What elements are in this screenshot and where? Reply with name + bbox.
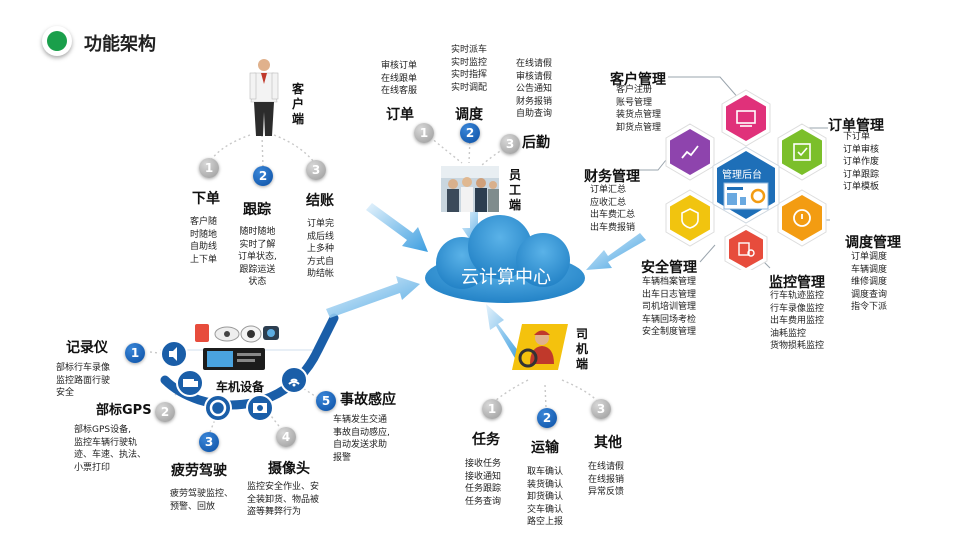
driver-step-1-title: 任务 <box>472 432 500 448</box>
vehicle-feature-3-num: 3 <box>199 432 219 452</box>
backend-module-customer-title: 客户管理 <box>610 72 666 88</box>
dashcam-icon <box>160 340 188 368</box>
backend-module-finance-list: 订单汇总应收汇总出车费汇总出车费报销 <box>590 185 636 233</box>
staff-step-2-list: 实时派车实时监控实时指挥实时调配 <box>451 45 488 93</box>
driver-step-3-list: 在线请假在线报销异常反馈 <box>588 462 625 497</box>
page-title: 功能架构 <box>84 34 156 55</box>
arrow-backend <box>586 233 646 270</box>
vehicle-feature-3-list: 疲劳驾驶监控、预警、回放 <box>170 489 234 512</box>
customer-step-3-title: 结账 <box>306 193 334 209</box>
backend-module-dispatch-list: 订单调度车辆调度维修调度调度查询指令下派 <box>851 252 888 312</box>
customer-step-3-num: 3 <box>306 160 326 180</box>
arrow-customer <box>366 203 428 252</box>
backend-module-customer-list: 客户注册账号管理装货点管理卸货点管理 <box>616 85 662 133</box>
customer-step-1-title: 下单 <box>192 191 220 207</box>
vehicle-feature-5-num: 5 <box>316 391 336 411</box>
cloud-shape <box>425 215 585 303</box>
customer-step-3-list: 订单完成后线上多种方式自助结帐 <box>307 219 335 279</box>
staff-step-1-num: 1 <box>414 123 434 143</box>
staff-step-3-title: 后勤 <box>522 135 550 151</box>
driver-step-2-list: 取车确认装货确认卸货确认交车确认路空上报 <box>527 467 564 527</box>
backend-module-dispatch-title: 调度管理 <box>845 235 901 251</box>
vehicle-feature-4-title: 摄像头 <box>268 461 310 477</box>
staff-step-2-num: 2 <box>460 123 480 143</box>
vehicle-feature-5-list: 车辆发生交通事故自动感应,自动发送求助报警 <box>333 415 390 463</box>
staff-step-2-title: 调度 <box>455 107 483 123</box>
vehicle-feature-2-title: 部标GPS <box>96 403 152 418</box>
vehicle-feature-2-list: 部标GPS设备,监控车辆行驶轨迹、车速、执法、小票打印 <box>74 425 147 473</box>
title-dot-inner <box>47 31 67 51</box>
customer-step-2-list: 随时随地实时了解订单状态,跟踪运送状态 <box>238 227 277 287</box>
vehicle-feature-5-title: 事故感应 <box>340 392 396 408</box>
staff-step-1-list: 审核订单在线跟单在线客服 <box>381 61 418 96</box>
camera-icon <box>246 394 274 422</box>
arrow-vehicle <box>326 276 420 318</box>
backend-module-finance-title: 财务管理 <box>584 169 640 185</box>
staff-connectors <box>429 136 509 166</box>
vehicle-devices-icons <box>195 324 279 370</box>
staff-step-1-title: 订单 <box>386 107 414 123</box>
driver-label: 司机端 <box>576 327 589 371</box>
vehicle-feature-3-title: 疲劳驾驶 <box>171 463 227 479</box>
vehicle-feature-1-num: 1 <box>125 343 145 363</box>
customer-step-1-num: 1 <box>199 158 219 178</box>
driver-step-2-num: 2 <box>537 408 557 428</box>
driver-icon <box>512 324 568 370</box>
customer-step-2-title: 跟踪 <box>243 202 271 218</box>
vehicle-feature-2-num: 2 <box>155 402 175 422</box>
backend-label: 管理后台 <box>722 170 762 181</box>
accident-sensor-icon <box>280 366 308 394</box>
customer-step-2-num: 2 <box>253 166 273 186</box>
customer-label: 客户端 <box>292 82 305 126</box>
driver-step-3-num: 3 <box>591 399 611 419</box>
staff-photo <box>441 166 499 212</box>
backend-module-order-title: 订单管理 <box>828 118 884 134</box>
vehicle-feature-4-num: 4 <box>276 427 296 447</box>
driver-step-3-title: 其他 <box>594 435 622 451</box>
backend-module-safety-title: 安全管理 <box>641 260 697 276</box>
backend-module-safety-list: 车辆档案管理出车日志管理司机培训管理车辆回场考检安全制度管理 <box>642 277 697 337</box>
driver-step-2-title: 运输 <box>531 440 559 456</box>
staff-label: 员工端 <box>509 168 522 212</box>
vehicle-feature-1-title: 记录仪 <box>66 340 108 356</box>
cloud-computing-center-label: 云计算中心 <box>461 267 551 288</box>
fatigue-driving-icon <box>204 394 232 422</box>
backend-module-monitor-list: 行车轨迹监控行车录像监控出车费用监控油耗监控货物损耗监控 <box>770 291 825 351</box>
businessman-icon <box>249 59 279 136</box>
driver-connectors <box>493 379 599 409</box>
arrow-driver <box>486 304 522 360</box>
backend-hex-cluster <box>665 89 827 270</box>
driver-step-1-list: 接收任务接收通知任务跟踪任务查询 <box>465 459 502 507</box>
staff-step-3-list: 在线请假审核请假公告通知财务报销自助查询 <box>516 59 553 119</box>
staff-step-3-num: 3 <box>500 134 520 154</box>
vehicle-feature-1-list: 部标行车录像监控路面行驶安全 <box>56 363 111 398</box>
backend-module-monitor-title: 监控管理 <box>769 275 825 291</box>
backend-module-order-list: 下订单订单审核订单作废订单跟踪订单模板 <box>843 132 880 192</box>
vehicle-label: 车机设备 <box>216 380 265 394</box>
driver-step-1-num: 1 <box>482 399 502 419</box>
vehicle-feature-4-list: 监控安全作业、安全装卸货、物品被盗等舞弊行为 <box>247 482 320 517</box>
gps-icon <box>176 369 204 397</box>
customer-connectors <box>210 134 315 169</box>
customer-step-1-list: 客户随时随地自助线上下单 <box>190 217 218 265</box>
